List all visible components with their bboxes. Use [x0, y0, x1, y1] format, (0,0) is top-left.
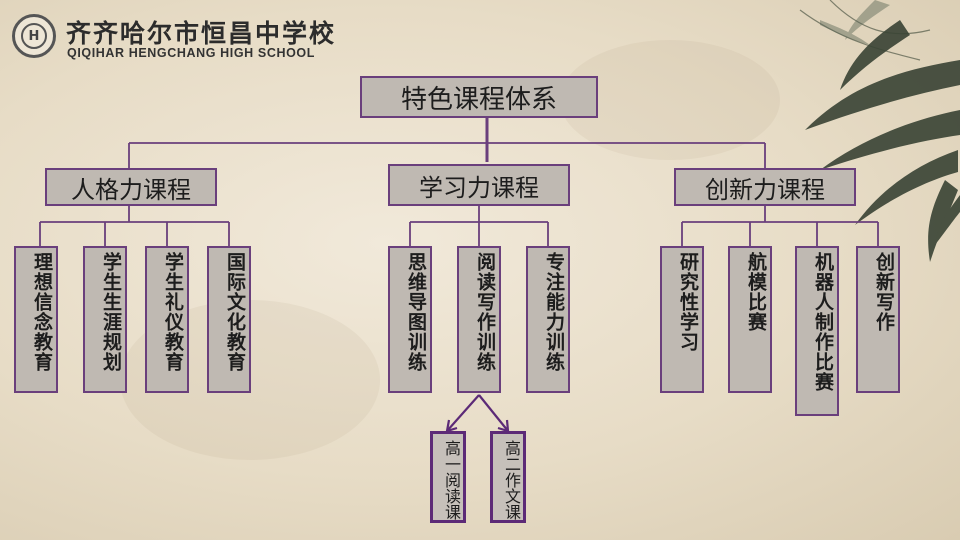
course-node: 研究性学习: [660, 246, 704, 393]
course-node: 阅读写作训练: [457, 246, 501, 393]
course-label: 专注能力训练: [543, 252, 565, 372]
course-label: 研究性学习: [677, 252, 699, 352]
course-node: 创新写作: [856, 246, 900, 393]
course-label: 学生生涯规划: [100, 252, 122, 372]
course-node: 机器人制作比赛: [795, 246, 839, 416]
course-node: 航模比赛: [728, 246, 772, 393]
logo-emblem: H: [21, 23, 47, 49]
course-label: 阅读写作训练: [474, 252, 496, 372]
course-node: 国际文化教育: [207, 246, 251, 393]
sub-course-node: 高一阅读课: [430, 431, 466, 523]
course-label: 创新写作: [873, 252, 895, 332]
course-label: 国际文化教育: [224, 252, 246, 372]
school-name-english: QIQIHAR HENGCHANG HIGH SCHOOL: [67, 46, 315, 60]
course-label: 理想信念教育: [31, 252, 53, 372]
course-node: 学生生涯规划: [83, 246, 127, 393]
course-label: 航模比赛: [745, 252, 767, 332]
course-node: 专注能力训练: [526, 246, 570, 393]
course-node: 思维导图训练: [388, 246, 432, 393]
course-label: 学生礼仪教育: [162, 252, 184, 372]
course-node: 理想信念教育: [14, 246, 58, 393]
sub-course-label: 高一阅读课: [442, 440, 461, 520]
root-node: 特色课程体系: [360, 76, 598, 118]
course-label: 思维导图训练: [405, 252, 427, 372]
course-label: 机器人制作比赛: [812, 252, 834, 392]
school-name-chinese: 齐齐哈尔市恒昌中学校: [66, 19, 337, 48]
branch-personality: 人格力课程: [45, 168, 217, 206]
branch-learning: 学习力课程: [388, 164, 570, 206]
branch-innovation: 创新力课程: [674, 168, 856, 206]
sub-course-label: 高二作文课: [502, 440, 521, 520]
course-node: 学生礼仪教育: [145, 246, 189, 393]
school-logo: H: [12, 14, 56, 58]
sub-course-node: 高二作文课: [490, 431, 526, 523]
